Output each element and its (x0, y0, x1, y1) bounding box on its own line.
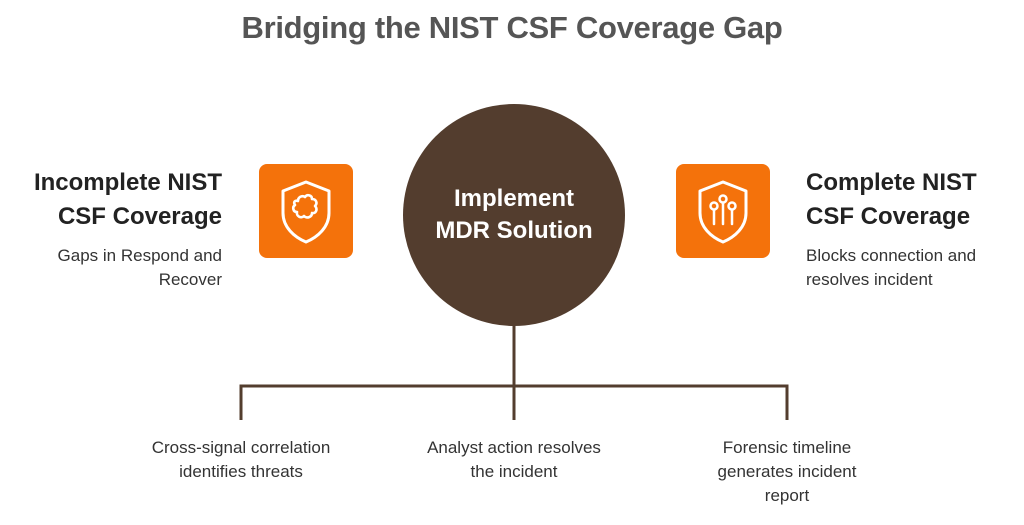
left-heading: Incomplete NIST CSF Coverage (0, 166, 222, 234)
shield-circuit-icon (698, 180, 748, 244)
left-heading-line-2: CSF Coverage (57, 203, 222, 230)
right-heading: Complete NIST CSF Coverage (806, 166, 1024, 234)
left-description-line-1: Gaps in Respond and (57, 246, 222, 265)
left-description-line-2: Recover (158, 270, 222, 289)
right-description-line-1: Blocks connection and (806, 246, 977, 265)
diagram-title: Bridging the NIST CSF Coverage Gap (241, 10, 783, 45)
branch-label-2: Analyst action resolves the incident (394, 436, 634, 484)
branch-2-line-2: the incident (470, 462, 558, 481)
right-description-line-2: resolves incident (806, 270, 933, 289)
left-description: Gaps in Respond and Recover (0, 244, 222, 292)
branch-label-1: Cross-signal correlation identifies thre… (121, 436, 361, 484)
branch-3-line-2: generates incident (717, 462, 857, 481)
right-heading-line-2: CSF Coverage (806, 203, 971, 230)
branch-2-line-1: Analyst action resolves (427, 438, 601, 457)
branch-3-line-1: Forensic timeline (722, 438, 852, 457)
left-heading-line-1: Incomplete NIST (33, 169, 222, 196)
center-node: Implement MDR Solution (403, 104, 625, 326)
branch-label-3: Forensic timeline generates incident rep… (667, 436, 907, 508)
shield-puzzle-icon (281, 180, 331, 244)
branch-1-line-2: identifies threats (179, 462, 303, 481)
right-description: Blocks connection and resolves incident (806, 244, 1024, 292)
left-icon-box (259, 164, 353, 258)
right-icon-box (676, 164, 770, 258)
branch-1-line-1: Cross-signal correlation (151, 438, 331, 457)
center-line-2: MDR Solution (435, 217, 593, 244)
center-line-1: Implement (453, 185, 575, 212)
branch-3-line-3: report (764, 486, 810, 505)
right-heading-line-1: Complete NIST (806, 169, 977, 196)
